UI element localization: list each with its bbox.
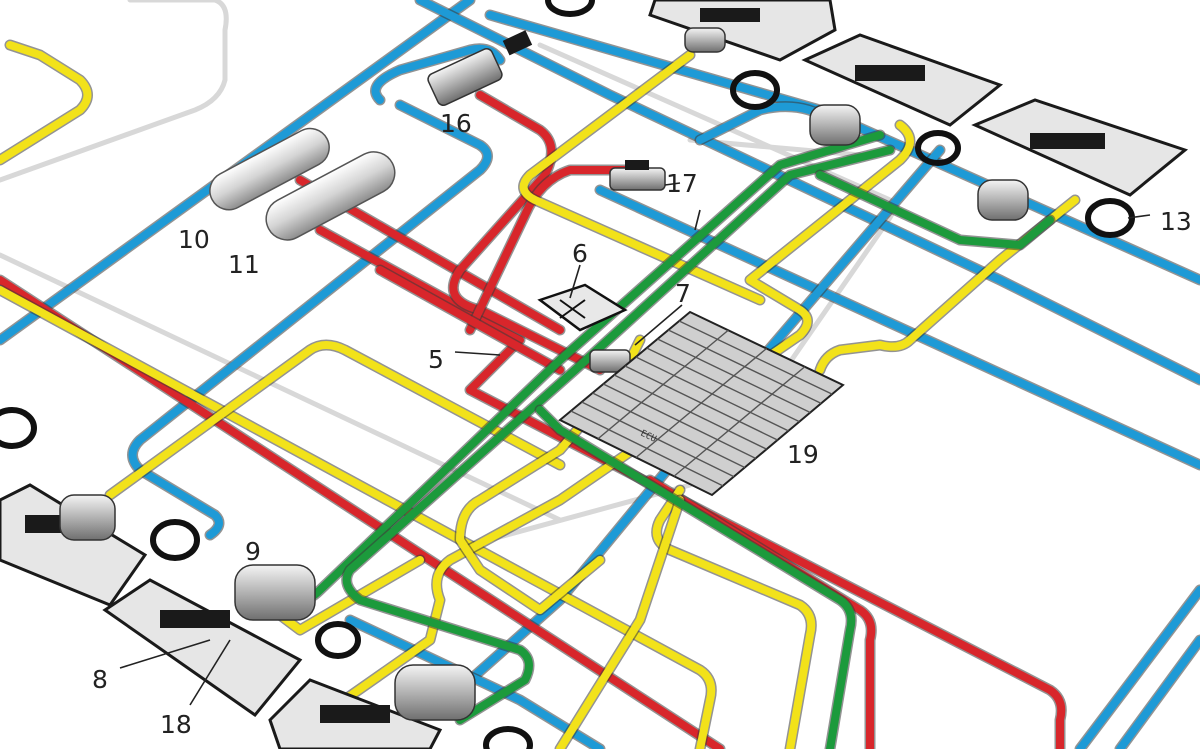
wheel-sensor-icon: [483, 726, 533, 749]
brake-plate-top-2: [801, 33, 1004, 146]
air-tank-10: [209, 127, 330, 211]
callout-13: 13: [1160, 207, 1192, 236]
callout-5: 5: [428, 345, 444, 374]
brake-plate-left: [0, 483, 148, 607]
wheel-sensor-icon: [915, 130, 961, 166]
callout-16: 16: [440, 109, 472, 138]
wheel-sensor-icon: [730, 70, 780, 110]
leader-lines: [119, 182, 1151, 706]
air-tank-11: [265, 151, 396, 241]
callout-6: 6: [572, 239, 588, 268]
callout-7: 7: [675, 279, 691, 308]
callout-9: 9: [245, 537, 261, 566]
brake-plate-bottom-2: [268, 664, 476, 749]
wheel-sensor-icon: [0, 407, 37, 449]
ecu-grid-line: [635, 347, 767, 459]
callout-18: 18: [160, 710, 192, 739]
ecu-19: ECU: [558, 310, 845, 497]
brake-plate-top-1: [648, 0, 837, 62]
brake-plate-top-3: [971, 98, 1189, 221]
valve-16: [427, 30, 533, 106]
callout-labels: 5 6 7 8 9 10 11 13 16 17 18 19: [92, 109, 1192, 739]
wheel-sensor-icon: [315, 621, 361, 659]
callout-11: 11: [228, 250, 260, 279]
air-tanks: [209, 127, 396, 241]
wheel-sensor-icon: [545, 0, 595, 17]
ecu-grid-line: [673, 366, 806, 477]
callout-8: 8: [92, 665, 108, 694]
callout-10: 10: [178, 225, 210, 254]
callout-17: 17: [666, 169, 698, 198]
callout-19: 19: [787, 440, 819, 469]
ecu-grid-line: [597, 329, 729, 440]
component-6: [537, 283, 628, 332]
wheel-sensors: [0, 0, 1135, 749]
yellow-pipes: [0, 39, 1081, 749]
valve-17: [609, 160, 666, 191]
wheel-sensor-icon: [150, 519, 200, 561]
brake-plate-bottom-1: [102, 564, 316, 718]
wheel-sensor-icon: [1085, 198, 1135, 238]
